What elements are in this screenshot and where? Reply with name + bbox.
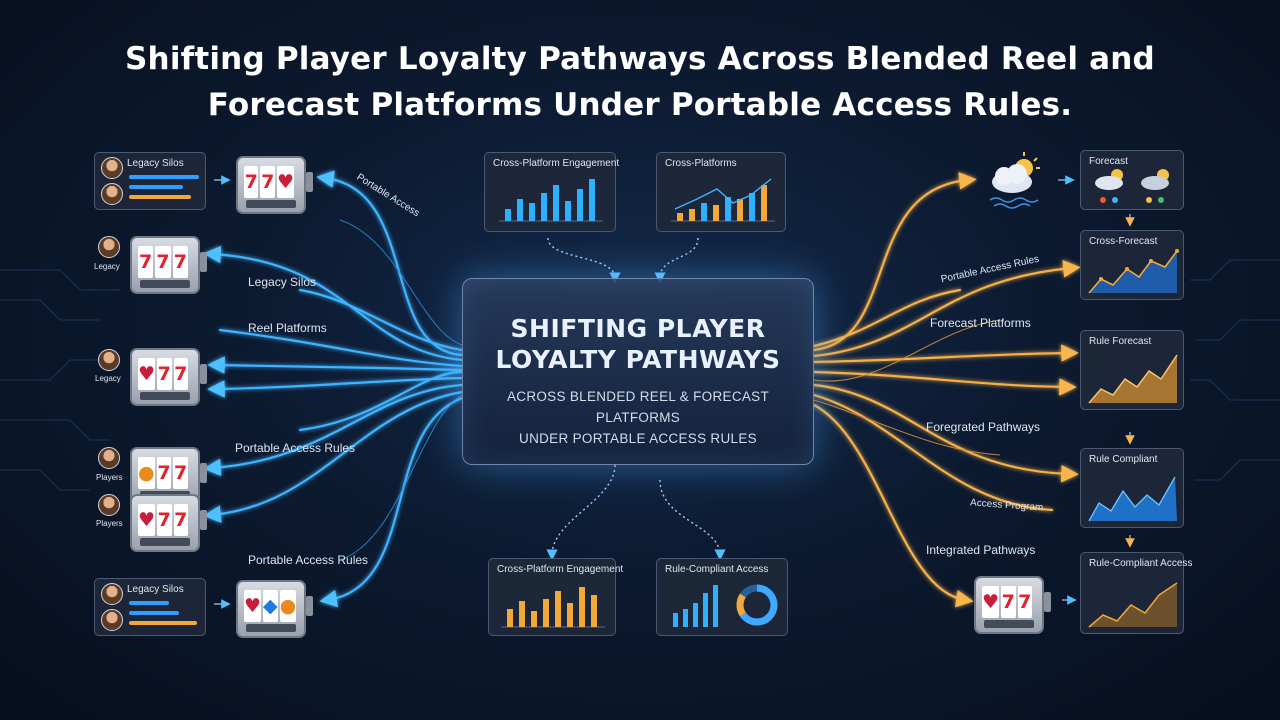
title-line-1: Shifting Player Loyalty Pathways Across … [125,41,1155,77]
panel-title: Rule-Compliant Access [1089,558,1193,569]
bottom-rule-compliant-panel: Rule-Compliant Access [656,558,788,636]
panel-title: Cross-Platforms [665,158,737,169]
panel-title: Rule Compliant [1089,454,1158,465]
orange-thin-flows [813,319,1001,456]
circuit-decoration [0,259,1280,491]
panel-title: Cross-Forecast [1089,236,1158,247]
progress-bar [129,611,179,615]
player-tag: Legacy [94,262,120,271]
slot-machine-icon: ♥◆● [236,580,313,638]
avatar-icon [98,349,120,371]
center-subtitle-line-2: UNDER PORTABLE ACCESS RULES [519,431,757,446]
panel-title: Rule-Compliant Access [665,564,769,575]
avatar-icon [98,236,120,258]
center-subtitle-line-1: ACROSS BLENDED REEL & FORECAST PLATFORMS [506,389,770,425]
area-chart-icon [1088,582,1178,628]
legacy-silos-panel-top: Legacy Silos [94,152,206,210]
blue-flows [203,170,464,608]
center-title-line-2: LOYALTY PATHWAYS [495,345,781,374]
dotted-connectors [546,237,726,561]
forecast-panel: Forecast [1080,150,1184,210]
progress-bar [129,621,197,625]
rule-compliant-access-panel: Rule-Compliant Access [1080,552,1192,634]
title-line-2: Forecast Platforms Under Portable Access… [207,87,1073,123]
label-portable-access-rules: Portable Access Rules [235,441,356,455]
panel-title: Cross-Platform Engagement [493,158,620,169]
panel-title: Cross-Platform Engagement [497,564,624,575]
orange-flows [812,172,1081,608]
label-reel-platforms: Reel Platforms [248,321,327,335]
cross-forecast-panel: Cross-Forecast [1080,230,1184,300]
player-tag: Players [96,519,123,528]
avatar-icon [101,157,123,179]
area-chart-icon [1088,354,1178,404]
rule-forecast-panel: Rule Forecast [1080,330,1184,410]
player-tag: Players [96,473,123,482]
progress-bar [129,185,183,189]
weather-icon [989,152,1040,209]
top-cross-platforms-panel: Cross-Platforms [656,152,786,232]
blue-thin-flows [339,219,463,561]
panel-title: Forecast [1089,156,1128,167]
bar-donut-chart-icon [673,584,778,627]
avatar-icon [98,447,120,469]
label-integrated-pathways: Integrated Pathways [926,543,1036,557]
avatar-icon [101,183,123,205]
avatar-icon [101,583,123,605]
bottom-engagement-panel: Cross-Platform Engagement [488,558,623,636]
area-chart-icon [1088,476,1177,522]
panel-title: Rule Forecast [1089,336,1152,347]
center-subtitle: ACROSS BLENDED REEL & FORECAST PLATFORMS… [463,386,813,449]
progress-bar [129,195,191,199]
progress-bar [129,175,199,179]
page-title: Shifting Player Loyalty Pathways Across … [0,36,1280,128]
panel-title: Legacy Silos [127,158,184,169]
label-legacy-silos: Legacy Silos [248,275,317,289]
legacy-silos-panel-bottom: Legacy Silos [94,578,206,636]
avatar-icon [98,494,120,516]
center-title: SHIFTING PLAYER LOYALTY PATHWAYS [463,313,813,375]
center-card: SHIFTING PLAYER LOYALTY PATHWAYS ACROSS … [462,278,814,465]
label-foregrated-pathways: Foregrated Pathways [926,420,1041,434]
panel-title: Legacy Silos [127,584,184,595]
center-title-line-1: SHIFTING PLAYER [510,314,766,343]
weather-icon [1095,169,1169,203]
bar-chart-icon [501,587,605,628]
bar-chart-icon [499,179,603,222]
small-arrows [214,175,1135,609]
top-engagement-panel: Cross-Platform Engagement [484,152,620,232]
player-tag: Legacy [95,374,121,383]
rule-compliant-panel: Rule Compliant [1080,448,1184,528]
label-portable-access-rules: Portable Access Rules [248,553,369,567]
bar-line-chart-icon [671,178,775,222]
line-chart-icon [1088,249,1179,294]
avatar-icon [101,609,123,631]
label-forecast-platforms: Forecast Platforms [930,316,1031,330]
progress-bar [129,601,169,605]
